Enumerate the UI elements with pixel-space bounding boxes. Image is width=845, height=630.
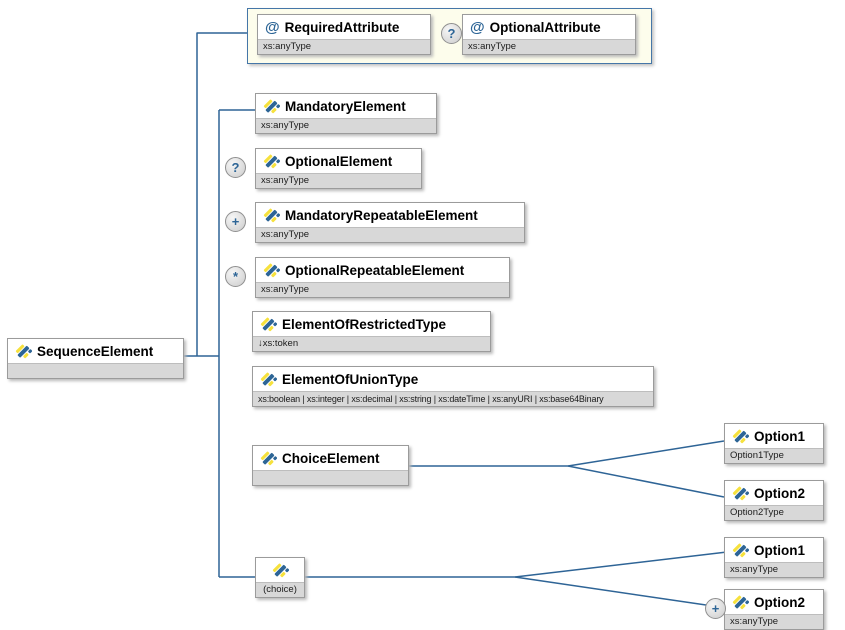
node-type: Option2Type (725, 505, 823, 520)
node-type: xs:anyType (258, 39, 430, 54)
node-label: ElementOfRestrictedType (282, 317, 446, 332)
node-choice-option1[interactable]: Option1 Option1Type (724, 423, 824, 464)
element-icon (260, 317, 277, 332)
node-label: Option2 (754, 595, 805, 610)
node-mandatory-element[interactable]: MandatoryElement xs:anyType (255, 93, 437, 134)
element-icon (263, 263, 280, 278)
connector-group-option2 (515, 577, 706, 605)
element-icon (263, 208, 280, 223)
element-icon (732, 595, 749, 610)
connector-attribute-group (197, 33, 247, 356)
node-label: SequenceElement (37, 344, 153, 359)
optional-occurrence-badge: ? (441, 23, 462, 44)
node-type (8, 363, 183, 378)
element-icon (732, 429, 749, 444)
node-label: OptionalRepeatableElement (285, 263, 464, 278)
node-choice-compositor[interactable]: (choice) (255, 557, 305, 598)
node-group-option1[interactable]: Option1 xs:anyType (724, 537, 824, 578)
node-label: ChoiceElement (282, 451, 380, 466)
attribute-icon: @ (470, 20, 485, 35)
node-optional-element[interactable]: OptionalElement xs:anyType (255, 148, 422, 189)
node-type: ↓xs:token (253, 336, 490, 351)
node-type: xs:anyType (256, 118, 436, 133)
node-element-of-union-type[interactable]: ElementOfUnionType xs:boolean | xs:integ… (252, 366, 654, 407)
element-icon (732, 543, 749, 558)
node-type: xs:anyType (725, 614, 823, 629)
node-choice-element[interactable]: ChoiceElement (252, 445, 409, 486)
node-type: xs:boolean | xs:integer | xs:decimal | x… (253, 391, 653, 406)
repeatable-occurrence-badge: + (705, 598, 726, 619)
node-optional-repeatable-element[interactable]: OptionalRepeatableElement xs:anyType (255, 257, 510, 298)
node-required-attribute[interactable]: @ RequiredAttribute xs:anyType (257, 14, 431, 55)
node-optional-attribute[interactable]: @ OptionalAttribute xs:anyType (462, 14, 636, 55)
element-icon (263, 154, 280, 169)
node-label: MandatoryRepeatableElement (285, 208, 478, 223)
node-label: Option2 (754, 486, 805, 501)
node-label: MandatoryElement (285, 99, 406, 114)
node-type: xs:anyType (256, 227, 524, 242)
connector-group-option1 (303, 552, 727, 577)
element-icon (15, 344, 32, 359)
optional-occurrence-badge: ? (225, 157, 246, 178)
node-type (253, 470, 408, 485)
node-type: Option1Type (725, 448, 823, 463)
connector-choice-option2 (568, 466, 724, 497)
node-element-of-restricted-type[interactable]: ElementOfRestrictedType ↓xs:token (252, 311, 491, 352)
element-icon (263, 99, 280, 114)
node-label: RequiredAttribute (285, 20, 400, 35)
node-mandatory-repeatable-element[interactable]: MandatoryRepeatableElement xs:anyType (255, 202, 525, 243)
node-label: OptionalAttribute (490, 20, 601, 35)
optional-repeatable-occurrence-badge: * (225, 266, 246, 287)
repeatable-occurrence-badge: + (225, 211, 246, 232)
element-icon (260, 372, 277, 387)
element-icon (272, 563, 289, 578)
node-group-option2[interactable]: Option2 xs:anyType (724, 589, 824, 630)
node-type: xs:anyType (256, 173, 421, 188)
attribute-icon: @ (265, 20, 280, 35)
element-icon (260, 451, 277, 466)
node-sequence-element[interactable]: SequenceElement (7, 338, 184, 379)
node-label: ElementOfUnionType (282, 372, 418, 387)
element-icon (732, 486, 749, 501)
node-type: xs:anyType (256, 282, 509, 297)
node-label: Option1 (754, 543, 805, 558)
node-type: xs:anyType (463, 39, 635, 54)
node-label: OptionalElement (285, 154, 392, 169)
connector-choice-option1 (407, 441, 724, 466)
node-label: Option1 (754, 429, 805, 444)
compositor-caption: (choice) (256, 582, 304, 597)
node-type: xs:anyType (725, 562, 823, 577)
node-choice-option2[interactable]: Option2 Option2Type (724, 480, 824, 521)
